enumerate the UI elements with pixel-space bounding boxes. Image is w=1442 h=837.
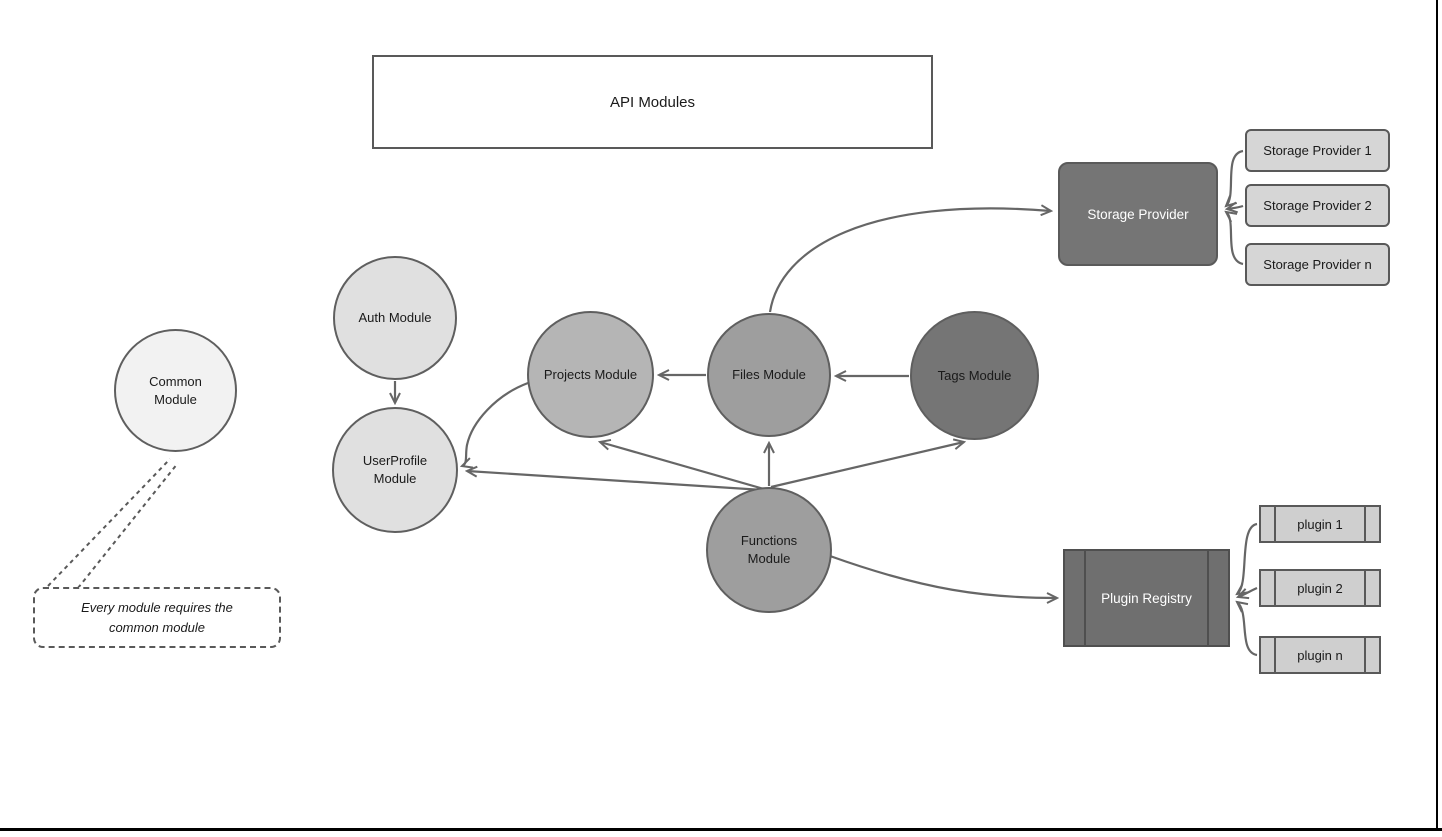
note-text: Every module requires the common module: [81, 600, 233, 635]
node-label: plugin 2: [1297, 580, 1343, 596]
edge-functions-tags: [770, 442, 964, 489]
node-plugin-2: plugin 2: [1259, 569, 1381, 607]
node-common-module: Common Module: [114, 329, 237, 452]
callout-line-2: [77, 462, 179, 589]
note-callout: Every module requires the common module: [33, 587, 281, 648]
node-projects-module: Projects Module: [527, 311, 654, 438]
node-label: Functions Module: [740, 533, 798, 566]
node-plugin-n: plugin n: [1259, 636, 1381, 674]
edge-functions-userprofile: [467, 471, 764, 492]
component-bar: [1364, 571, 1366, 605]
edge-pluginn-registry: [1237, 602, 1258, 657]
node-label: Auth Module: [358, 310, 432, 326]
component-bar: [1364, 507, 1366, 541]
node-label: Storage Provider 1: [1263, 143, 1372, 158]
node-label: Files Module: [732, 367, 806, 383]
node-storage-provider-2: Storage Provider 2: [1245, 184, 1390, 227]
edge-sp2-storage: [1227, 206, 1244, 209]
node-tags-module: Tags Module: [910, 311, 1039, 440]
page-boundary-bottom: [0, 828, 1442, 831]
component-bar: [1207, 551, 1209, 645]
edge-plugin1-registry: [1237, 522, 1258, 594]
component-bar: [1274, 638, 1276, 672]
callout-line-1: [47, 458, 171, 587]
title-box: API Modules: [372, 55, 933, 149]
node-label: Plugin Registry: [1101, 590, 1192, 606]
node-label: Storage Provider: [1087, 206, 1189, 222]
node-storage-provider-n: Storage Provider n: [1245, 243, 1390, 286]
node-files-module: Files Module: [707, 313, 831, 437]
edge-files-storage: [768, 208, 1051, 313]
node-label: plugin n: [1297, 647, 1343, 663]
edge-plugin2-registry: [1238, 586, 1258, 597]
node-storage-provider: Storage Provider: [1058, 162, 1218, 266]
node-label: UserProfile Module: [362, 453, 428, 486]
page-boundary-right: [1436, 0, 1438, 830]
node-userprofile-module: UserProfile Module: [332, 407, 458, 533]
node-storage-provider-1: Storage Provider 1: [1245, 129, 1390, 172]
page-title: API Modules: [609, 93, 696, 111]
node-label: Tags Module: [937, 367, 1012, 383]
node-plugin-1: plugin 1: [1259, 505, 1381, 543]
node-label: Storage Provider 2: [1263, 198, 1372, 213]
node-label: Storage Provider n: [1263, 257, 1372, 272]
node-label: Projects Module: [543, 366, 638, 382]
node-functions-module: Functions Module: [706, 487, 832, 613]
component-bar: [1274, 571, 1276, 605]
edge-functions-pluginreg: [829, 554, 1057, 598]
node-label: Common Module: [149, 373, 202, 407]
component-bar: [1364, 638, 1366, 672]
edge-spn-storage: [1226, 212, 1244, 266]
component-bar: [1274, 507, 1276, 541]
edge-functions-projects: [600, 442, 765, 491]
component-bar: [1084, 551, 1086, 645]
node-plugin-registry: Plugin Registry: [1063, 549, 1230, 647]
node-label: plugin 1: [1297, 516, 1343, 532]
edge-sp1-storage: [1226, 149, 1244, 206]
edge-projects-userprofile: [462, 381, 529, 466]
node-auth-module: Auth Module: [333, 256, 457, 380]
